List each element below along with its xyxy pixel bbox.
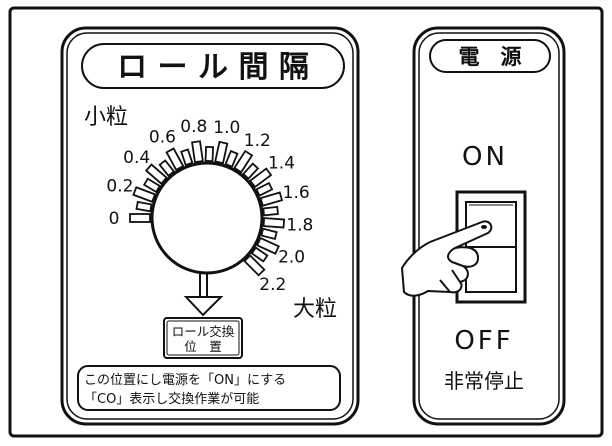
dial-value-label: 2.2	[259, 275, 286, 295]
dial-tick-major	[191, 140, 204, 164]
dial-value-label: 0.6	[149, 127, 176, 147]
power-panel: 電 源 ON OFF 非常停止	[401, 26, 566, 426]
roll-panel-inner-border	[66, 32, 354, 420]
dial-tick-major	[259, 191, 284, 207]
dial-tick-major	[165, 147, 185, 172]
dial-tick-major	[243, 254, 266, 277]
roll-title-box	[81, 43, 345, 89]
power-title: 電 源	[459, 45, 522, 69]
dial-value-label: 1.0	[213, 118, 240, 138]
dial-value-label: 0	[109, 209, 120, 229]
dial-tick-minor	[158, 159, 176, 178]
dial-tick-major	[255, 236, 280, 255]
dial-value-label: 0.4	[123, 148, 150, 168]
dial-value-label: 2.0	[278, 248, 305, 268]
dial-tick-minor	[255, 181, 274, 197]
exchange-position-box-inner	[166, 320, 240, 356]
note-line-1: この位置にし電源を「ON」にする	[84, 373, 286, 388]
dial-tick-major	[262, 217, 286, 229]
dial-tick-major	[233, 149, 254, 174]
dial-tick-minor	[250, 246, 269, 263]
outer-frame	[8, 6, 604, 438]
exchange-position-box	[163, 317, 243, 359]
dial-tick-minor	[135, 200, 153, 213]
large-grain-label: 大粒	[293, 297, 337, 322]
dial-value-label: 1.6	[283, 183, 310, 203]
dial-tick-minor	[262, 205, 279, 217]
emergency-stop-label: 非常停止	[444, 369, 524, 393]
roll-gap-panel: ロ ー ル 間 隔 小粒 大粒 0 0.2 0.40.60.8 1.01.21.4 1.…	[60, 26, 360, 426]
dial-tick-minor	[204, 145, 214, 163]
dial-tick-major	[129, 213, 151, 223]
dial-ticks	[129, 140, 286, 277]
small-grain-label: 小粒	[84, 105, 128, 130]
dial-value-label: 1.4	[268, 153, 295, 173]
dial-tick-major	[248, 167, 273, 189]
dial-labels: 0 0.2 0.40.60.8 1.01.21.4 1.6 1.8 2.0 2.2	[106, 117, 313, 295]
exchange-position-line-2: 位 置	[184, 339, 222, 354]
off-label: OFF	[454, 326, 513, 356]
roll-title: ロ ー ル 間 隔	[117, 50, 309, 85]
exchange-position-line-1: ロール交換	[172, 324, 235, 339]
note-line-2: 「CO」表示し交換作業が可能	[84, 391, 259, 407]
note-box	[77, 365, 341, 411]
dial-value-label: 1.8	[286, 216, 313, 236]
dial-tick-minor	[180, 148, 194, 167]
dial-value-label: 0.8	[180, 117, 207, 137]
power-panel-inner-border	[418, 32, 560, 420]
roll-panel-outer-border	[60, 26, 360, 426]
dial-knob-icon	[150, 161, 264, 275]
dial-tick-major	[214, 140, 229, 165]
dial-tick-minor	[224, 149, 239, 168]
pointer-arrow-icon	[183, 272, 224, 317]
dial-tick-major	[144, 163, 168, 185]
dial-value-label: 0.2	[106, 177, 133, 197]
power-panel-outer-border	[412, 26, 566, 426]
dial-tick-minor	[142, 177, 161, 194]
dial-tick-minor	[260, 227, 278, 241]
pointing-hand-icon	[401, 220, 493, 297]
on-label: ON	[462, 142, 508, 172]
dial-value-label: 1.2	[244, 131, 271, 151]
dial-tick-minor	[242, 162, 260, 180]
dial-tick-major	[132, 186, 157, 203]
power-title-box	[429, 39, 551, 73]
